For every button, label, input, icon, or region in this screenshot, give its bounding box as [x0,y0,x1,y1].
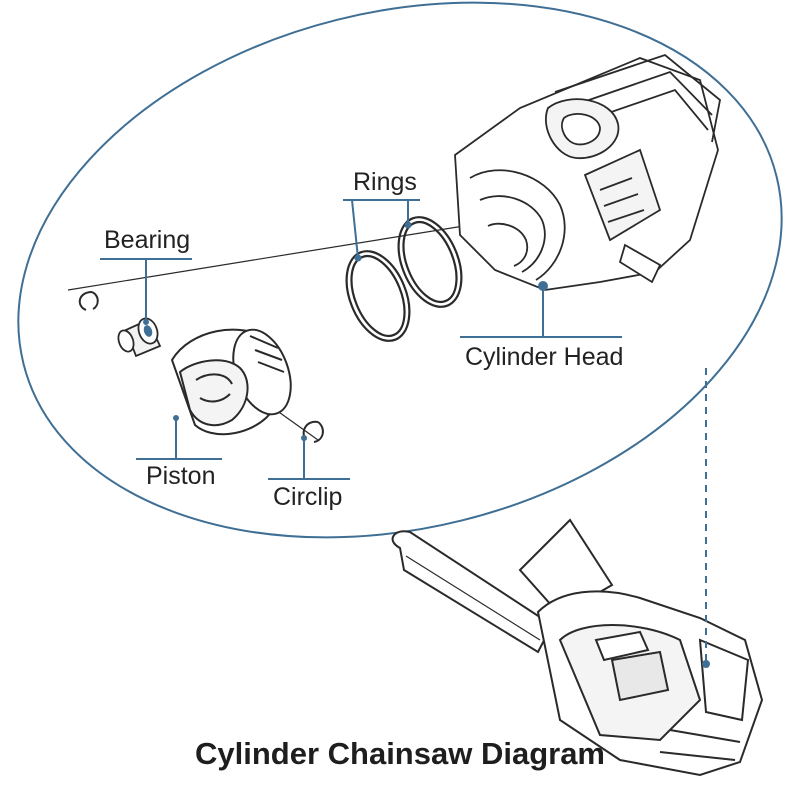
leader-dots [143,221,412,441]
bearing-label: Bearing [104,226,191,254]
leader-lines [100,199,622,480]
piston-label: Piston [146,462,216,490]
rings-part [345,216,463,342]
diagram-title: Cylinder Chainsaw Diagram [194,736,605,771]
cylinder-head-label: Cylinder Head [465,343,624,371]
rings-label: Rings [353,168,417,196]
assembly-axis [67,224,471,291]
chainsaw-illustration [391,518,764,777]
bearing-part [117,317,162,358]
cylinder-head-part [454,53,721,291]
callout-ellipse [17,1,783,539]
circlip-label: Circlip [273,483,343,511]
left-circlip-part [78,291,99,311]
piston-part [170,328,292,436]
